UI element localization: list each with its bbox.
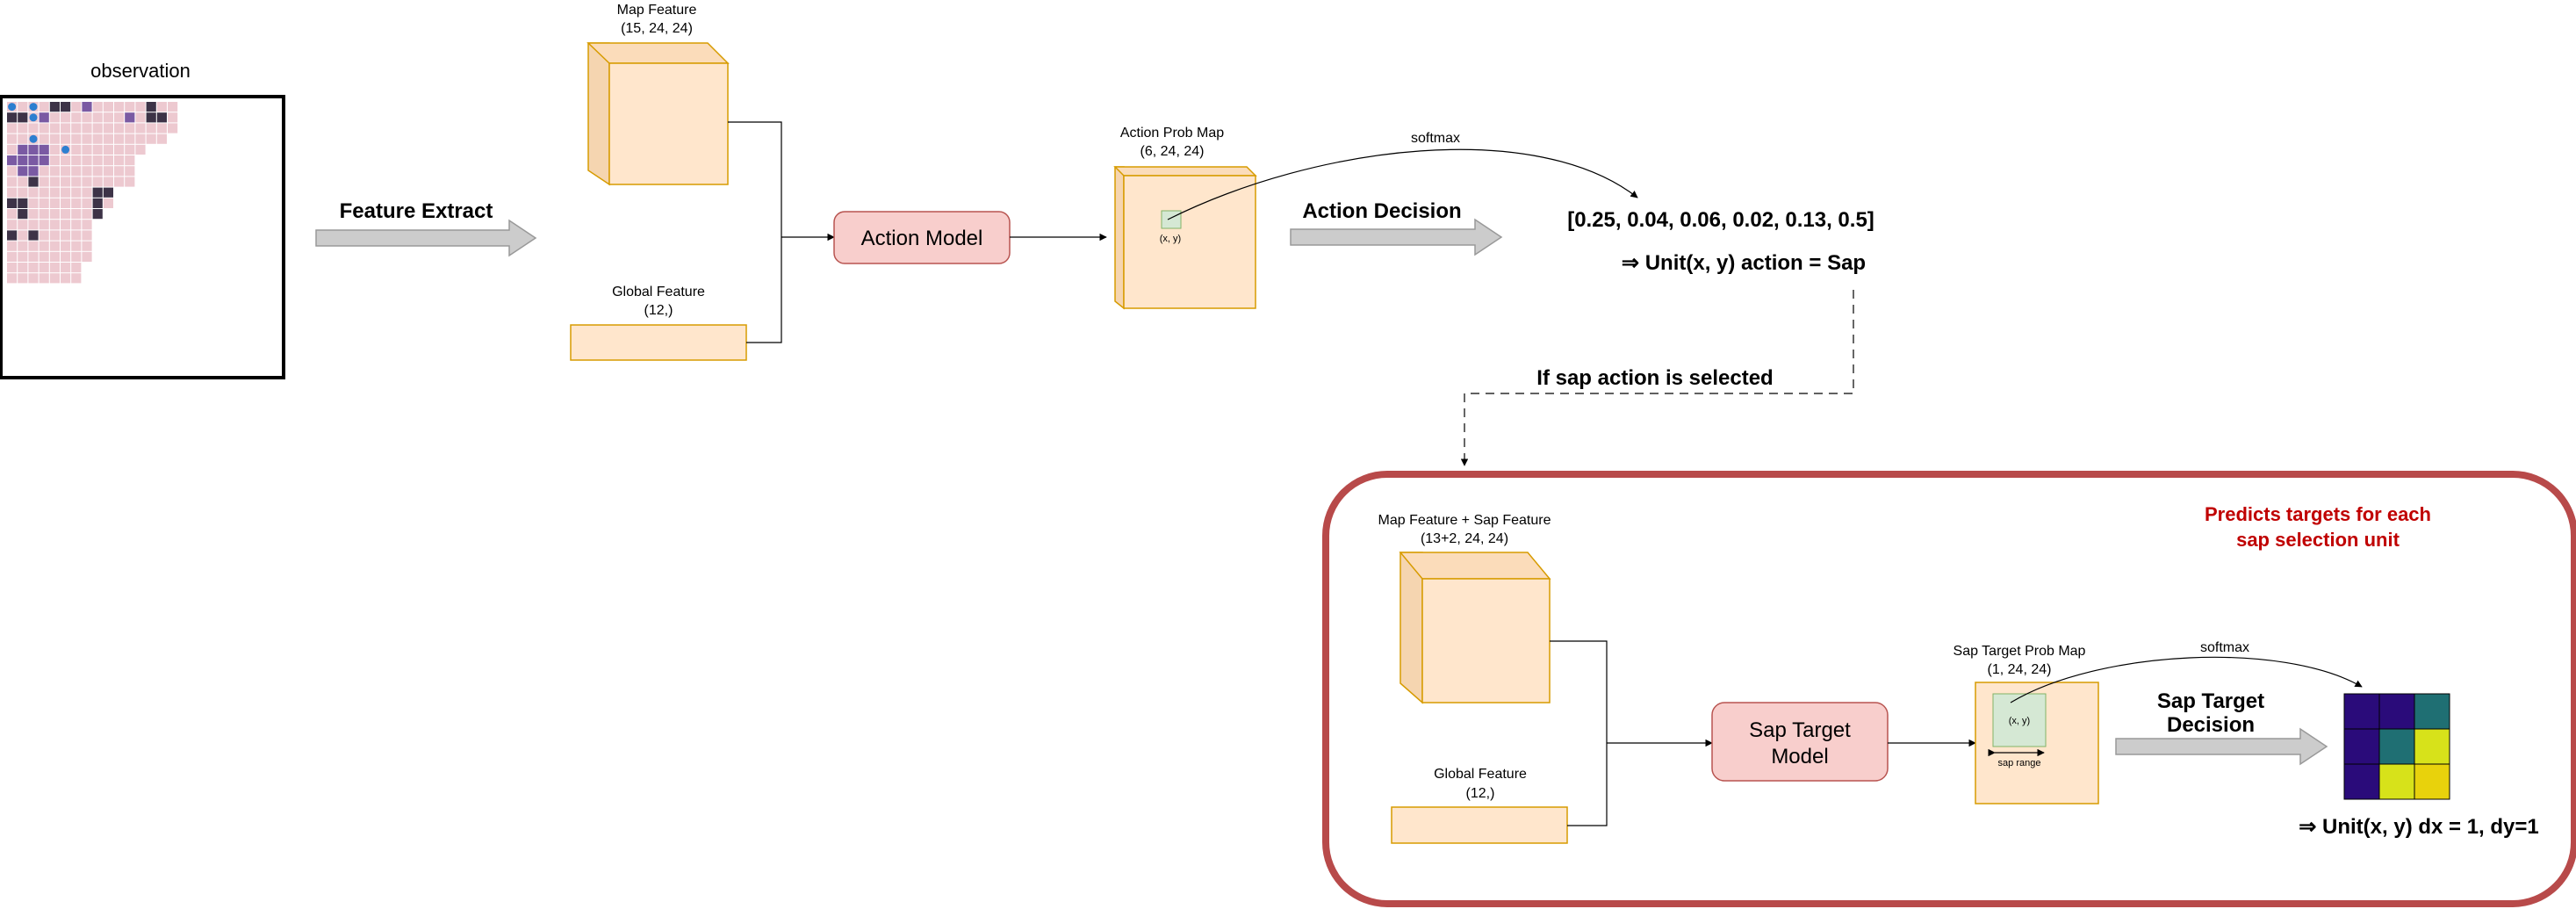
sap-target-grid	[2343, 693, 2450, 800]
global-feature-title: Global Feature	[612, 285, 705, 299]
action-decision-label: Action Decision	[1302, 199, 1461, 223]
observation-grid	[7, 102, 178, 284]
action-selected-cell	[1161, 210, 1182, 229]
sap-target-model-line2: Model	[1771, 745, 1828, 768]
observation-title: observation	[90, 60, 191, 82]
sap-panel	[1322, 471, 2576, 907]
sap-map-feature-cube	[1399, 552, 1551, 704]
softmax-top-label: softmax	[1411, 131, 1460, 146]
global-feature-shape: (12,)	[644, 303, 673, 318]
sap-range-cell	[1992, 693, 2047, 747]
map-feature-title: Map Feature	[617, 3, 697, 18]
connector-features	[728, 121, 782, 343]
sap-target-decision-line2: Decision	[2167, 713, 2255, 737]
softmax-curve-top	[1167, 148, 1638, 220]
sap-prob-map-shape: (1, 24, 24)	[1988, 662, 2052, 677]
action-cell-label: (x, y)	[1160, 234, 1181, 244]
feature-extract-arrow	[315, 219, 537, 257]
sap-global-feature-shape: (12,)	[1466, 786, 1495, 801]
sap-cell-label: (x, y)	[2009, 716, 2030, 726]
unit-marker	[61, 145, 70, 154]
target-grid-cell	[2378, 728, 2415, 765]
branch-connector	[1460, 290, 1854, 466]
map-feature-cube	[586, 42, 730, 186]
action-model-label: Action Model	[861, 227, 983, 250]
sap-panel-note-line1: Predicts targets for each	[2205, 503, 2431, 525]
softmax-bottom-label: softmax	[2200, 640, 2249, 655]
global-feature-box	[570, 324, 747, 361]
target-grid-cell	[2343, 763, 2380, 800]
sap-global-feature-title: Global Feature	[1434, 767, 1527, 782]
sap-target-model-line1: Sap Target	[1749, 718, 1851, 742]
action-result: ⇒ Unit(x, y) action = Sap	[1622, 251, 1866, 275]
target-grid-cell	[2343, 693, 2380, 730]
action-probabilities: [0.25, 0.04, 0.06, 0.02, 0.13, 0.5]	[1567, 208, 1874, 232]
sap-target-model-box	[1711, 702, 1889, 782]
feature-extract-label: Feature Extract	[340, 199, 493, 223]
sap-prob-map-title: Sap Target Prob Map	[1954, 644, 2086, 659]
target-grid-cell	[2414, 728, 2450, 765]
unit-marker	[29, 103, 38, 112]
unit-marker	[29, 113, 38, 122]
target-grid-cell	[2378, 693, 2415, 730]
sap-global-feature-box	[1391, 806, 1568, 844]
map-feature-shape: (15, 24, 24)	[621, 21, 693, 36]
unit-marker	[8, 103, 17, 112]
sap-target-decision-arrow	[2115, 727, 2328, 766]
action-prob-map-cube	[1113, 166, 1257, 310]
action-prob-map-shape: (6, 24, 24)	[1140, 144, 1205, 159]
sap-target-decision-line1: Sap Target	[2157, 689, 2264, 713]
target-grid-cell	[2378, 763, 2415, 800]
sap-map-feature-title: Map Feature + Sap Feature	[1378, 513, 1551, 528]
action-decision-arrow	[1290, 218, 1503, 256]
sap-range-label: sap range	[1998, 758, 2041, 768]
target-grid-cell	[2414, 763, 2450, 800]
sap-result: ⇒ Unit(x, y) dx = 1, dy=1	[2299, 815, 2539, 839]
sap-map-feature-shape: (13+2, 24, 24)	[1421, 531, 1508, 546]
target-grid-cell	[2414, 693, 2450, 730]
sap-connector-features	[1550, 640, 1608, 826]
target-grid-cell	[2343, 728, 2380, 765]
unit-marker	[29, 134, 38, 143]
softmax-curve-bottom	[2010, 656, 2363, 703]
sap-panel-note-line2: sap selection unit	[2236, 529, 2400, 551]
action-prob-map-title: Action Prob Map	[1120, 126, 1224, 141]
branch-label: If sap action is selected	[1536, 366, 1773, 390]
